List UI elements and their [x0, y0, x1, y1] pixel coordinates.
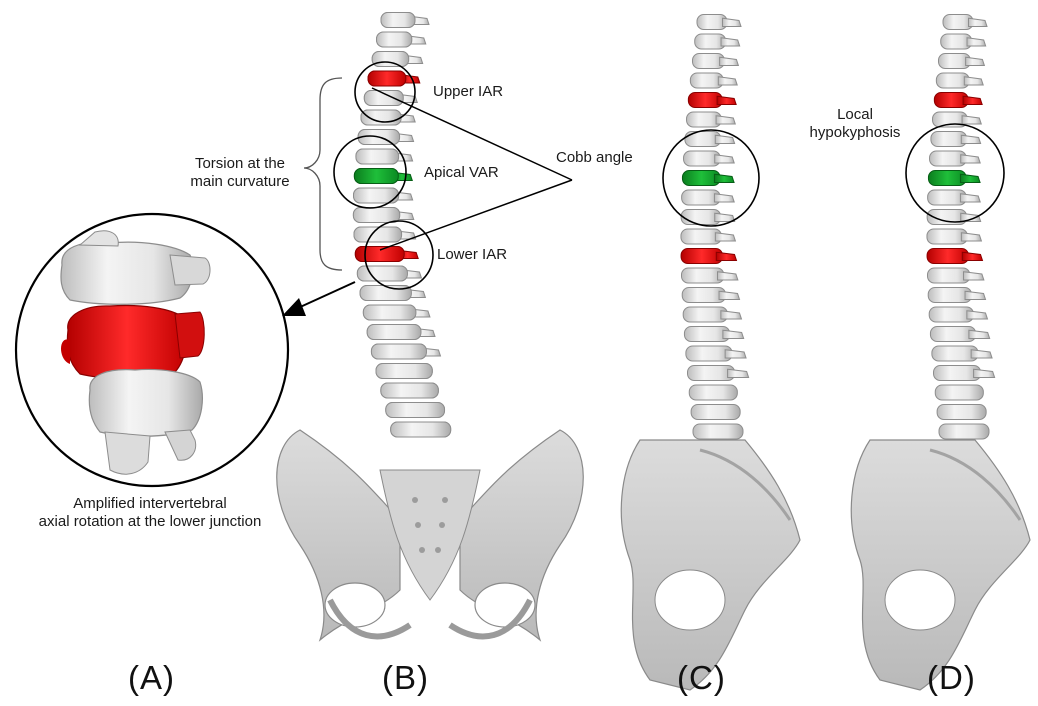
vertebra: [937, 405, 986, 420]
torsion-label: Torsion at the main curvature: [180, 155, 300, 191]
torsion-label-line2: main curvature: [180, 173, 300, 191]
vertebra: [693, 424, 743, 439]
pelvis-d: [851, 440, 1030, 690]
vertebra: [933, 366, 994, 381]
pelvis-b: [277, 430, 584, 640]
panel-label-d: (D): [927, 660, 976, 696]
amplified-rotation-label: Amplified intervertebral axial rotation …: [0, 495, 300, 531]
panel-label-a: (A): [128, 660, 175, 696]
vertebra: [928, 190, 981, 205]
vertebra-left: [372, 52, 408, 67]
zoom-inset: [16, 214, 288, 486]
vertebra-left: [367, 325, 421, 340]
lower-iar-vertebra: [681, 249, 736, 264]
lower-iar-label: Lower IAR: [437, 246, 507, 264]
vertebra: [684, 327, 743, 342]
vertebra: [930, 151, 981, 166]
upper-iar-vertebra-left: [368, 71, 406, 86]
pelvis-c: [621, 440, 800, 690]
vertebra: [939, 424, 989, 439]
vertebra: [935, 385, 983, 400]
vertebra-left: [361, 110, 401, 125]
vertebra: [682, 288, 739, 303]
vertebra: [941, 34, 986, 49]
hypokyphosis-label-line1: Local: [790, 106, 920, 124]
torsion-brace: [304, 78, 342, 270]
amplified-label-line1: Amplified intervertebral: [0, 495, 300, 513]
vertebra: [936, 73, 983, 88]
vertebra: [683, 307, 741, 322]
apical-var-vertebra-left: [354, 169, 398, 184]
spine-c-vertebrae: [681, 15, 749, 440]
vertebra-left: [363, 305, 416, 320]
vertebra: [697, 15, 741, 30]
lower-iar-vertebra: [927, 249, 982, 264]
panel-label-c: (C): [677, 660, 726, 696]
vertebra-left: [353, 208, 399, 223]
vertebra-left: [381, 13, 415, 28]
panel-label-b: (B): [382, 660, 429, 696]
vertebra-left: [360, 286, 411, 301]
amplified-label-line2: axial rotation at the lower junction: [0, 513, 300, 531]
spine-d-vertebrae: [927, 15, 995, 440]
vertebra-left: [381, 383, 439, 398]
local-hypokyphosis-label: Local hypokyphosis: [790, 106, 920, 142]
vertebra: [684, 151, 735, 166]
vertebra: [929, 307, 987, 322]
vertebra: [681, 210, 735, 225]
vertebra: [687, 366, 748, 381]
upper-iar-label: Upper IAR: [433, 83, 503, 101]
vertebra-left: [386, 403, 445, 418]
apical-var-vertebra: [682, 171, 734, 186]
vertebra: [689, 385, 737, 400]
vertebra: [687, 112, 736, 127]
vertebra: [691, 405, 740, 420]
apical-var-vertebra: [928, 171, 980, 186]
vertebra: [938, 54, 984, 69]
vertebra: [681, 268, 737, 283]
spine-b: [277, 13, 584, 641]
vertebra: [682, 190, 735, 205]
vertebra-left: [376, 364, 432, 379]
vertebra: [932, 346, 992, 361]
vertebra: [927, 229, 981, 244]
vertebra-left: [391, 422, 451, 437]
apical-var-label: Apical VAR: [424, 164, 499, 182]
vertebra-left: [377, 32, 412, 47]
cobb-angle-label: Cobb angle: [556, 149, 633, 167]
vertebra-left: [371, 344, 426, 359]
lower-iar-vertebra-left: [355, 247, 404, 262]
spine-b-vertebrae: [353, 13, 450, 438]
zoom-arrow: [282, 282, 355, 316]
vertebra-left: [357, 266, 407, 281]
hypokyphosis-label-line2: hypokyphosis: [790, 124, 920, 142]
vertebra: [930, 327, 989, 342]
vertebra: [692, 54, 738, 69]
vertebra-left: [356, 149, 399, 164]
upper-iar-vertebra: [934, 93, 982, 108]
vertebra: [681, 229, 735, 244]
vertebra: [931, 132, 981, 147]
vertebra: [690, 73, 737, 88]
vertebra: [686, 346, 746, 361]
vertebra: [943, 15, 987, 30]
vertebra: [927, 268, 983, 283]
torsion-label-line1: Torsion at the: [180, 155, 300, 173]
vertebra: [695, 34, 740, 49]
upper-iar-vertebra: [688, 93, 736, 108]
vertebra: [928, 288, 985, 303]
spine-c: [621, 15, 800, 691]
